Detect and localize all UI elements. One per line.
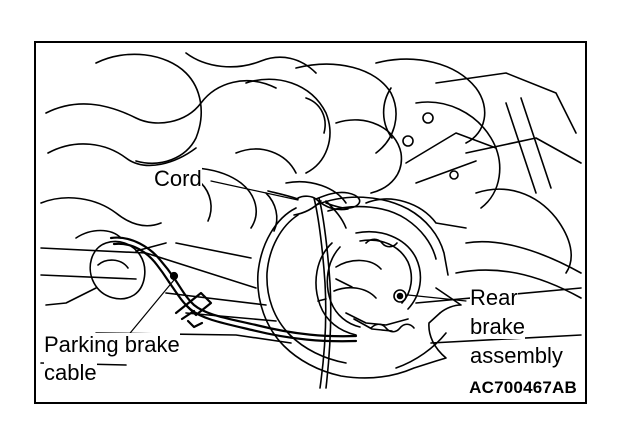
cord-label: Cord bbox=[154, 166, 202, 191]
illustration-frame: Cord Parking brake cable Rear brake asse… bbox=[34, 41, 587, 404]
brake-line-drawing bbox=[40, 52, 582, 389]
tie-cord bbox=[267, 190, 361, 389]
rear-brake-label-line2: brake bbox=[470, 314, 526, 339]
figure-code: AC700467AB bbox=[469, 378, 577, 398]
parking-brake-cable-label-line2: cable bbox=[44, 360, 97, 385]
parking-brake-cable-label-line1: Parking brake bbox=[44, 332, 180, 357]
leader-lines bbox=[125, 180, 467, 339]
parking-brake-cable bbox=[109, 236, 358, 343]
suspension-background bbox=[40, 52, 582, 299]
rear-brake-label-line3: assembly bbox=[470, 343, 563, 368]
rear-brake-label-line1: Rear bbox=[470, 285, 518, 310]
brake-shoes bbox=[315, 231, 422, 336]
brake-backing-plate bbox=[256, 196, 462, 379]
